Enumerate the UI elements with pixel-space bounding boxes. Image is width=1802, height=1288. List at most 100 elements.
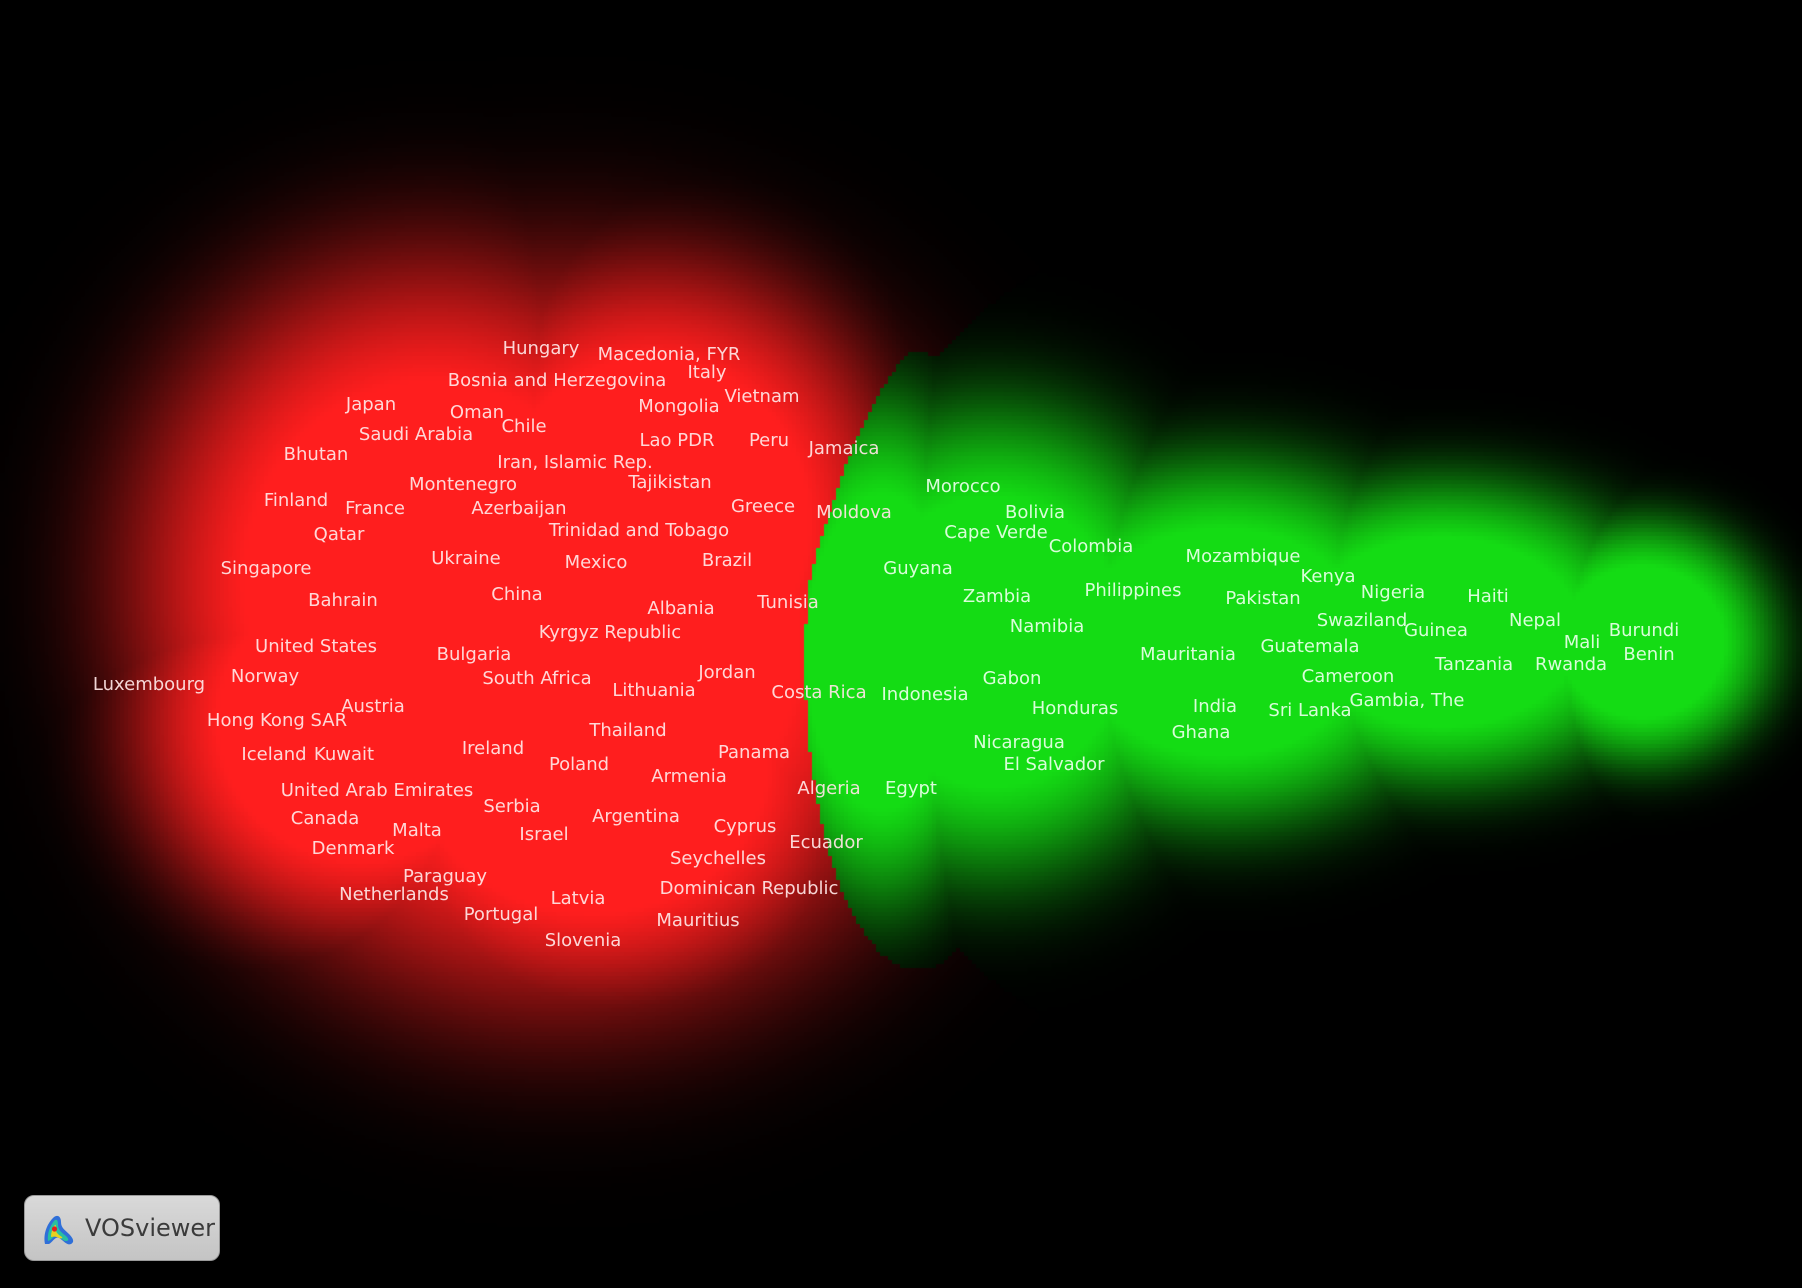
country-label[interactable]: Mauritania <box>1140 644 1236 665</box>
country-label[interactable]: Morocco <box>925 476 1001 497</box>
country-label[interactable]: Albania <box>647 598 715 619</box>
country-label[interactable]: Ecuador <box>789 832 863 853</box>
country-label[interactable]: Sri Lanka <box>1268 700 1352 721</box>
country-label[interactable]: Portugal <box>463 904 539 925</box>
country-label[interactable]: Benin <box>1623 644 1675 665</box>
country-label[interactable]: Singapore <box>220 558 312 579</box>
country-label[interactable]: Peru <box>748 430 790 451</box>
country-label[interactable]: Vietnam <box>724 386 800 407</box>
country-label[interactable]: Mexico <box>564 552 628 573</box>
country-label[interactable]: Azerbaijan <box>471 498 567 519</box>
country-label[interactable]: Serbia <box>483 796 541 817</box>
country-label[interactable]: Kyrgyz Republic <box>538 622 682 643</box>
country-label[interactable]: Kenya <box>1300 566 1356 587</box>
country-label[interactable]: India <box>1192 696 1238 717</box>
country-label[interactable]: Bahrain <box>308 590 378 611</box>
country-label[interactable]: Tanzania <box>1434 654 1514 675</box>
country-label[interactable]: Montenegro <box>408 474 518 495</box>
country-label[interactable]: Hungary <box>502 338 580 359</box>
country-label[interactable]: Moldova <box>816 502 892 523</box>
country-label[interactable]: Saudi Arabia <box>358 424 474 445</box>
country-label[interactable]: Finland <box>263 490 329 511</box>
country-label[interactable]: Nigeria <box>1360 582 1426 603</box>
country-label[interactable]: South Africa <box>482 668 592 689</box>
country-label[interactable]: Japan <box>345 394 397 415</box>
country-label[interactable]: Israel <box>519 824 569 845</box>
country-label[interactable]: Dominican Republic <box>659 878 839 899</box>
country-label[interactable]: Nicaragua <box>973 732 1065 753</box>
country-label[interactable]: Mali <box>1563 632 1601 653</box>
country-label[interactable]: United States <box>255 636 377 657</box>
country-label[interactable]: Rwanda <box>1534 654 1608 675</box>
country-label[interactable]: Armenia <box>651 766 727 787</box>
country-label[interactable]: Bolivia <box>1004 502 1066 523</box>
country-label[interactable]: Oman <box>449 402 505 423</box>
country-label[interactable]: Italy <box>687 362 727 383</box>
country-label[interactable]: Colombia <box>1048 536 1134 557</box>
country-label[interactable]: Burundi <box>1608 620 1680 641</box>
country-label[interactable]: Panama <box>717 742 791 763</box>
country-label[interactable]: Cyprus <box>713 816 777 837</box>
country-label[interactable]: Ireland <box>461 738 525 759</box>
country-label[interactable]: Jordan <box>698 662 756 683</box>
country-label[interactable]: Honduras <box>1031 698 1119 719</box>
country-label[interactable]: Iran, Islamic Rep. <box>497 452 653 473</box>
country-label[interactable]: Chile <box>501 416 547 437</box>
country-label[interactable]: Egypt <box>885 778 937 799</box>
country-label[interactable]: Malta <box>392 820 442 841</box>
country-label[interactable]: Lithuania <box>612 680 696 701</box>
country-label[interactable]: Lao PDR <box>639 430 715 451</box>
country-label[interactable]: Ukraine <box>431 548 501 569</box>
country-label[interactable]: Austria <box>341 696 405 717</box>
country-label[interactable]: Argentina <box>592 806 680 827</box>
country-label[interactable]: Macedonia, FYR <box>597 344 741 365</box>
country-label[interactable]: Brazil <box>701 550 753 571</box>
country-label[interactable]: Poland <box>548 754 610 775</box>
country-label[interactable]: Haiti <box>1467 586 1509 607</box>
country-label[interactable]: United Arab Emirates <box>280 780 474 801</box>
country-label[interactable]: Indonesia <box>881 684 969 705</box>
country-label[interactable]: Cameroon <box>1301 666 1395 687</box>
country-label[interactable]: Tunisia <box>757 592 819 613</box>
country-label[interactable]: Netherlands <box>339 884 449 905</box>
country-label[interactable]: Slovenia <box>544 930 622 951</box>
country-label[interactable]: El Salvador <box>1003 754 1105 775</box>
country-label[interactable]: Namibia <box>1009 616 1085 637</box>
country-label[interactable]: Paraguay <box>402 866 488 887</box>
country-label[interactable]: Algeria <box>797 778 861 799</box>
country-label[interactable]: France <box>345 498 405 519</box>
country-label[interactable]: Costa Rica <box>771 682 867 703</box>
country-label[interactable]: Kuwait <box>313 744 375 765</box>
country-label[interactable]: Thailand <box>589 720 667 741</box>
country-label[interactable]: Norway <box>230 666 300 687</box>
country-label[interactable]: Latvia <box>550 888 606 909</box>
country-label[interactable]: Ghana <box>1171 722 1231 743</box>
country-label[interactable]: Denmark <box>311 838 395 859</box>
country-label[interactable]: Bhutan <box>283 444 349 465</box>
country-label[interactable]: Trinidad and Tobago <box>548 520 730 541</box>
country-label[interactable]: Bulgaria <box>436 644 512 665</box>
country-label[interactable]: Canada <box>290 808 360 829</box>
country-label[interactable]: Mongolia <box>638 396 720 417</box>
country-label[interactable]: Gabon <box>982 668 1042 689</box>
country-label[interactable]: China <box>491 584 543 605</box>
country-label[interactable]: Swaziland <box>1316 610 1408 631</box>
country-label[interactable]: Nepal <box>1509 610 1561 631</box>
country-label[interactable]: Bosnia and Herzegovina <box>447 370 667 391</box>
country-label[interactable]: Mauritius <box>656 910 740 931</box>
country-label[interactable]: Gambia, The <box>1349 690 1465 711</box>
country-label[interactable]: Guinea <box>1404 620 1468 641</box>
country-label[interactable]: Tajikistan <box>628 472 712 493</box>
country-label[interactable]: Philippines <box>1084 580 1182 601</box>
country-label[interactable]: Greece <box>730 496 796 517</box>
country-label[interactable]: Pakistan <box>1225 588 1301 609</box>
country-label[interactable]: Seychelles <box>670 848 766 869</box>
country-label[interactable]: Guatemala <box>1260 636 1360 657</box>
country-label[interactable]: Qatar <box>313 524 365 545</box>
country-label[interactable]: Luxembourg <box>92 674 206 695</box>
country-label[interactable]: Hong Kong SAR <box>206 710 348 731</box>
country-label[interactable]: Mozambique <box>1185 546 1301 567</box>
country-label[interactable]: Guyana <box>883 558 953 579</box>
country-label[interactable]: Jamaica <box>808 438 880 459</box>
